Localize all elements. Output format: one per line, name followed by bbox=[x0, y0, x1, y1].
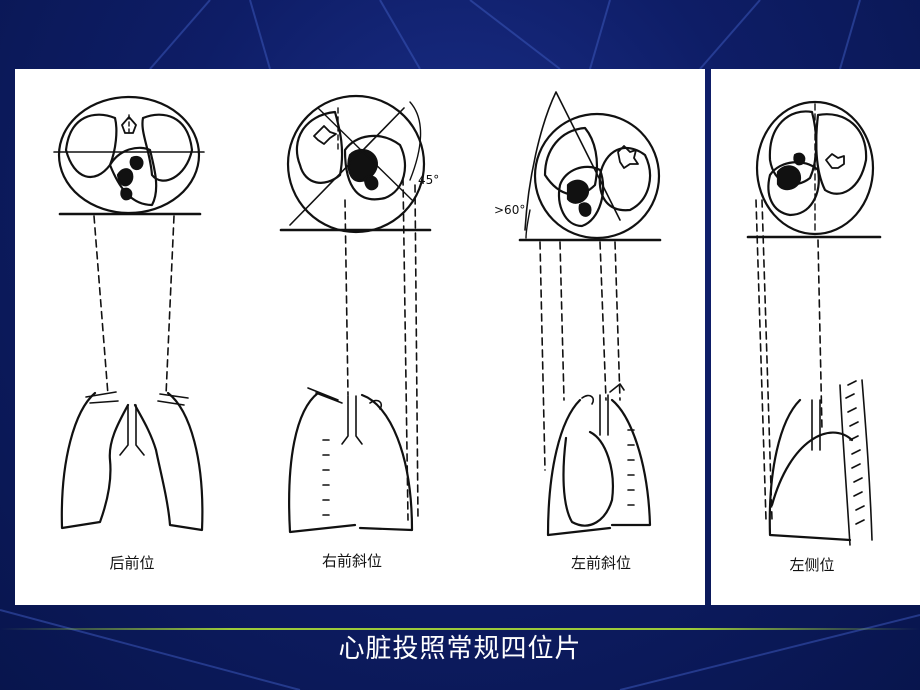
view-label-rao: 右前斜位 bbox=[322, 552, 382, 570]
lao-angle-label: >60° bbox=[494, 203, 525, 217]
lateral-cross-section bbox=[746, 100, 882, 239]
view-label-lao: 左前斜位 bbox=[571, 554, 631, 572]
view-label-pa: 后前位 bbox=[109, 554, 154, 572]
rao-chest-silhouette bbox=[288, 387, 414, 534]
rao-view bbox=[279, 94, 432, 534]
view-label-lateral: 左侧位 bbox=[789, 556, 834, 574]
rao-angle-label: 45° bbox=[418, 173, 439, 187]
lao-chest-silhouette bbox=[546, 383, 652, 537]
rao-projection-lines bbox=[344, 177, 419, 521]
pa-cross-section bbox=[53, 95, 205, 216]
lateral-projection-lines bbox=[755, 199, 823, 521]
lateral-view bbox=[746, 100, 882, 546]
slide-caption: 心脏投照常规四位片 bbox=[338, 634, 582, 664]
lao-projection-lines bbox=[539, 241, 621, 471]
pa-projection-lines bbox=[93, 215, 175, 396]
lateral-chest-silhouette bbox=[768, 379, 873, 546]
pa-chest-silhouette bbox=[60, 391, 204, 532]
lao-view bbox=[518, 91, 662, 537]
lao-cross-section bbox=[518, 91, 662, 242]
caption-divider bbox=[0, 628, 920, 630]
rao-cross-section bbox=[279, 94, 432, 234]
pa-view bbox=[53, 95, 205, 532]
